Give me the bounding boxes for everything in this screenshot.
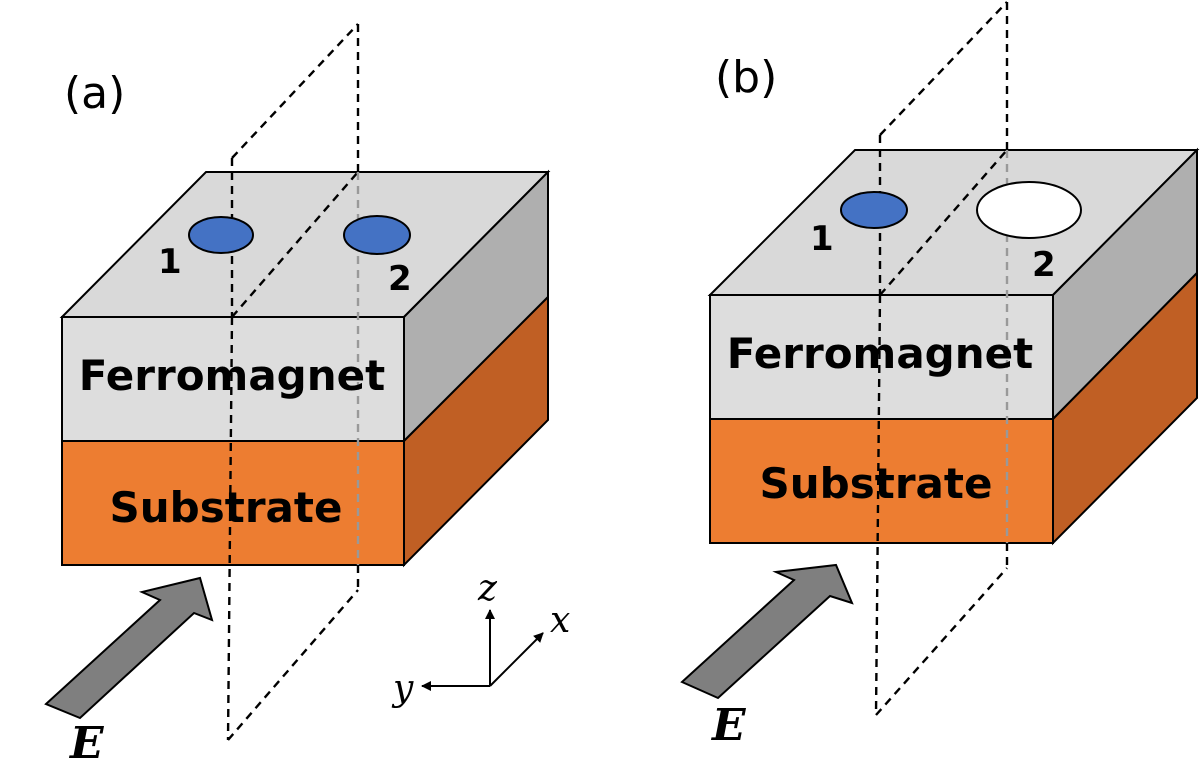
- panel-b-spot-2: [976, 181, 1082, 239]
- y-axis-label: y: [391, 668, 414, 709]
- panel-a-dashed-plane-back: [231, 23, 360, 172]
- panel-b-block: [707, 147, 1200, 546]
- panel-b-ferromagnet-front: [709, 294, 1054, 420]
- panel-b-substrate-label: Substrate: [760, 459, 993, 508]
- panel-b-dashed-plane-back: [879, 1, 1009, 150]
- panel-a-substrate-front: [61, 440, 405, 566]
- panel-b-label: (b): [715, 52, 777, 103]
- x-axis-label: x: [550, 600, 570, 641]
- panel-a-spot-2-label: 2: [388, 259, 412, 299]
- panel-b-substrate-front: [709, 418, 1054, 544]
- panel-a-spot-1: [188, 216, 254, 254]
- panel-a-field-label: E: [68, 718, 105, 769]
- panel-b-spot-2-label: 2: [1032, 245, 1056, 285]
- panel-a-substrate-label: Substrate: [110, 483, 343, 532]
- panel-b-spot-1: [840, 191, 908, 229]
- panel-b-spot-1-label: 1: [810, 219, 834, 259]
- panel-b-field-arrow: [680, 563, 854, 700]
- panel-a-block: [59, 169, 551, 568]
- panel-a-label: (a): [64, 68, 125, 119]
- panel-a-field-arrow: [44, 576, 214, 720]
- panel-b-plane-cut: [874, 135, 1009, 716]
- panel-a: (a) 1 2 Ferromagnet Substrat: [44, 23, 551, 769]
- panel-a-spot-1-label: 1: [158, 242, 182, 282]
- coordinate-axes: z y x: [391, 568, 570, 709]
- panel-b-ferromagnet-label: Ferromagnet: [727, 329, 1033, 378]
- panel-b: (b) 1 2 Ferromagnet Substrate E: [680, 1, 1200, 751]
- panel-a-spot-2: [343, 215, 411, 255]
- panel-a-plane-cut: [226, 158, 360, 741]
- panel-b-field-label: E: [710, 700, 747, 751]
- panel-a-ferromagnet-label: Ferromagnet: [79, 351, 385, 400]
- z-axis-label: z: [477, 568, 498, 609]
